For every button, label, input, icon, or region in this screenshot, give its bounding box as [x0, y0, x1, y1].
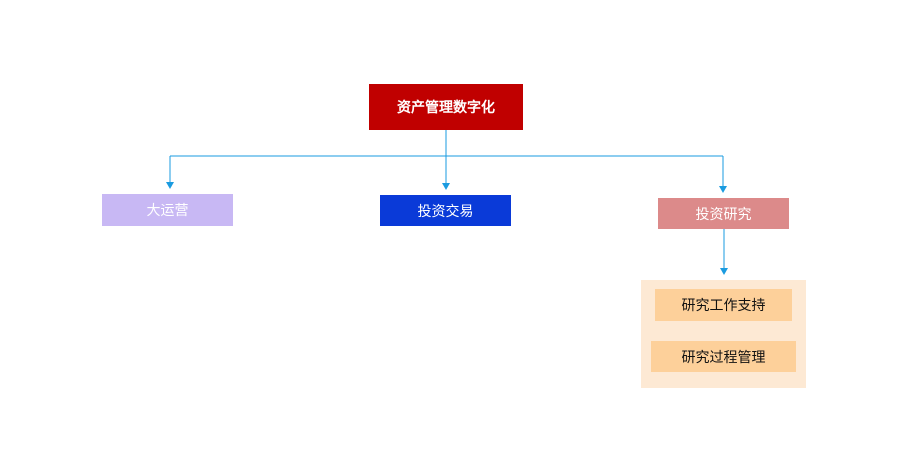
child-node-operations: 大运营	[102, 194, 233, 226]
subnode-research-work-support: 研究工作支持	[655, 289, 792, 321]
child-node-label: 投资研究	[695, 206, 752, 223]
root-node-label: 资产管理数字化	[397, 100, 495, 116]
root-node-asset-management-digitalization: 资产管理数字化	[369, 84, 523, 130]
child-node-label: 投资交易	[417, 203, 474, 220]
child-node-investment-research: 投资研究	[658, 198, 789, 229]
child-node-investment-trading: 投资交易	[380, 195, 511, 226]
child-node-label: 大运营	[146, 203, 189, 219]
subnode-label: 研究过程管理	[681, 349, 766, 366]
subnode-research-process-management: 研究过程管理	[651, 341, 796, 372]
subnode-label: 研究工作支持	[681, 298, 766, 314]
